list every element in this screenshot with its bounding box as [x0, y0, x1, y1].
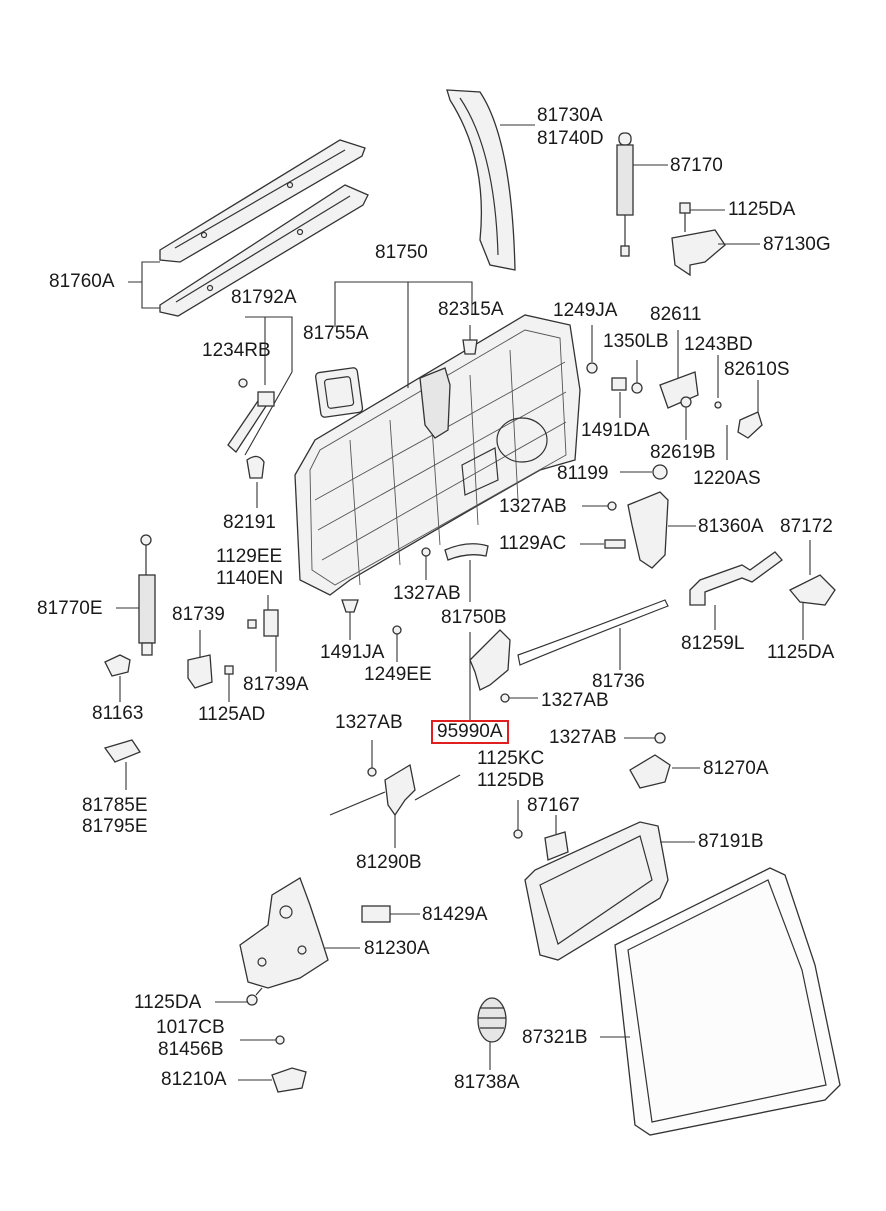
- label-87130G: 87130G: [763, 234, 831, 255]
- label-81163: 81163: [92, 703, 144, 724]
- label-82610S: 82610S: [724, 359, 790, 380]
- label-1327AB-c: 1327AB: [541, 690, 609, 711]
- label-1327AB-e: 1327AB: [549, 727, 617, 748]
- stopper-part: [187, 654, 213, 689]
- label-1140EN: 1140EN: [216, 568, 284, 589]
- rod-bracket-part: [689, 551, 783, 606]
- label-82619B: 82619B: [650, 442, 716, 463]
- label-81360A: 81360A: [698, 516, 764, 537]
- label-1249EE: 1249EE: [364, 664, 432, 685]
- label-1125AD: 1125AD: [198, 704, 266, 725]
- label-81736: 81736: [592, 671, 645, 692]
- handle-part: [659, 371, 699, 409]
- label-81730A: 81730A: [537, 105, 603, 126]
- gas-strut-top-part: [616, 132, 634, 257]
- striker-plate-part: [271, 1067, 307, 1093]
- label-81210A: 81210A: [161, 1069, 227, 1090]
- label-1243BD: 1243BD: [684, 334, 753, 355]
- label-81199: 81199: [557, 463, 609, 484]
- label-1327AB-a: 1327AB: [499, 496, 567, 517]
- door-latch-part: [239, 877, 329, 989]
- label-82611: 82611: [650, 304, 702, 325]
- label-81738A: 81738A: [454, 1072, 520, 1093]
- label-87191B: 87191B: [698, 831, 764, 852]
- label-1129AC: 1129AC: [499, 533, 567, 554]
- label-81230A: 81230A: [364, 938, 430, 959]
- label-1125DA: 1125DA: [728, 199, 796, 220]
- label-81259L: 81259L: [681, 633, 745, 654]
- label-1125DA-b: 1125DA: [767, 642, 835, 663]
- label-81755A: 81755A: [303, 323, 369, 344]
- label-81795E: 81795E: [82, 816, 148, 837]
- label-81750: 81750: [375, 242, 428, 263]
- pillar-trim-part: [446, 89, 516, 271]
- label-1234RB: 1234RB: [202, 340, 271, 361]
- label-81270A: 81270A: [703, 758, 769, 779]
- door-trim-panel-part: [294, 314, 581, 596]
- label-1249JA: 1249JA: [553, 300, 618, 321]
- glass-weatherstrip-part: [524, 821, 669, 961]
- latch-rod-part: [517, 599, 669, 666]
- label-81760A: 81760A: [49, 271, 115, 292]
- strut-bracket-part: [671, 202, 726, 277]
- label-1327AB-d: 1327AB: [335, 712, 403, 733]
- label-81429A: 81429A: [422, 904, 488, 925]
- label-1125DB: 1125DB: [477, 770, 545, 791]
- label-81750B: 81750B: [441, 607, 507, 628]
- label-81740D: 81740D: [537, 128, 604, 149]
- sensor-bracket-part: [469, 629, 511, 691]
- label-1327AB-b: 1327AB: [393, 583, 461, 604]
- label-1220AS: 1220AS: [693, 468, 761, 489]
- label-81290B: 81290B: [356, 852, 422, 873]
- label-81770E: 81770E: [37, 598, 103, 619]
- release-latch-part: [329, 763, 461, 817]
- gas-strut-part: [138, 534, 156, 656]
- door-weatherstrip-part: [614, 867, 841, 1136]
- label-1350LB: 1350LB: [603, 331, 669, 352]
- label-95990A-highlighted: 95990A: [431, 720, 509, 744]
- label-1125DA-c: 1125DA: [134, 992, 202, 1013]
- striker-part: [629, 754, 671, 789]
- latch-bracket-part: [604, 491, 669, 569]
- label-81792A: 81792A: [231, 287, 297, 308]
- label-1491DA: 1491DA: [581, 420, 650, 441]
- access-cover-part: [315, 367, 364, 418]
- bumper-part: [246, 455, 265, 479]
- label-1017CB: 1017CB: [156, 1017, 225, 1038]
- label-82315A: 82315A: [438, 299, 504, 320]
- label-87321B: 87321B: [522, 1027, 588, 1048]
- label-1129EE: 1129EE: [216, 546, 283, 567]
- label-87167: 87167: [527, 795, 580, 816]
- upper-rail-part: [159, 139, 369, 317]
- label-81739A: 81739A: [243, 674, 309, 695]
- label-81739: 81739: [172, 604, 225, 625]
- label-87172: 87172: [780, 516, 833, 537]
- label-1491JA: 1491JA: [320, 642, 385, 663]
- label-1125KC: 1125KC: [477, 748, 545, 769]
- label-82191: 82191: [223, 512, 276, 533]
- label-81785E: 81785E: [82, 795, 148, 816]
- clip-part: [462, 339, 478, 355]
- label-87170: 87170: [670, 155, 723, 176]
- label-81456B: 81456B: [158, 1039, 224, 1060]
- rubber-bumper-part: [477, 997, 507, 1043]
- pull-handle-part: [444, 543, 489, 561]
